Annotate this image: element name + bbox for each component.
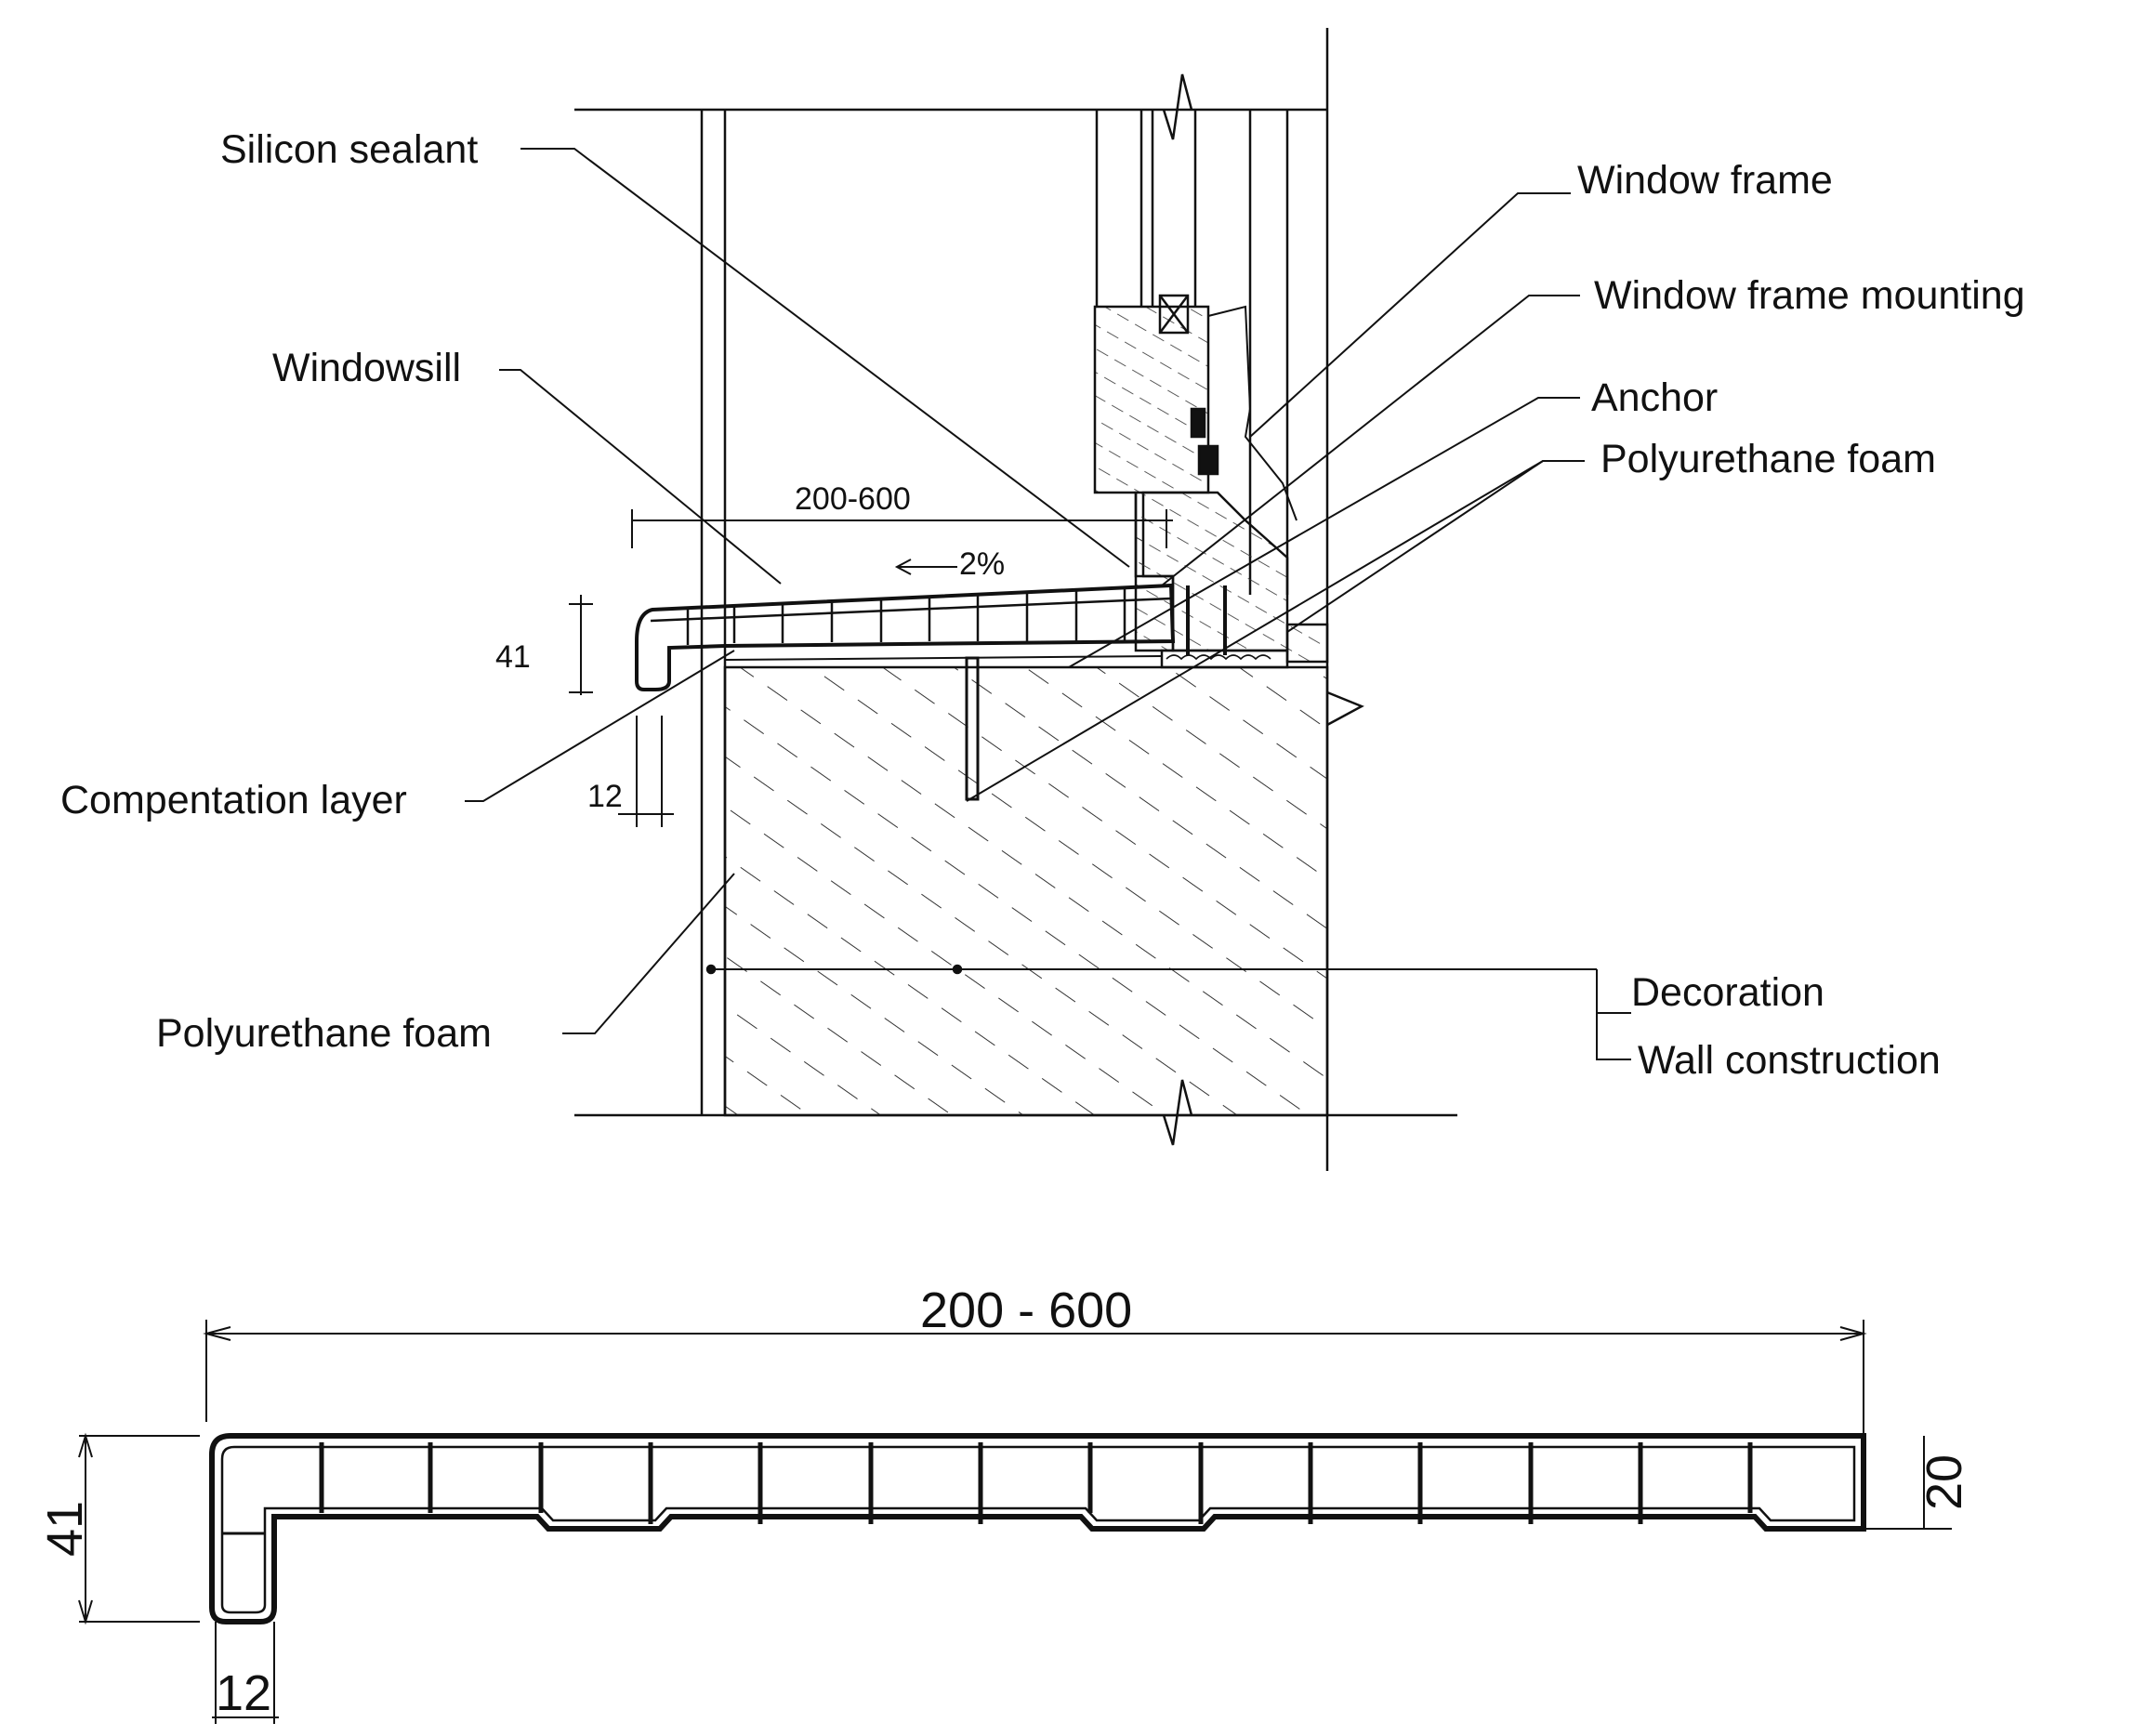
- seal-2: [1197, 444, 1219, 476]
- foam-right-pad: [1285, 623, 1329, 664]
- wall-construction-block: [723, 665, 1329, 1117]
- decoration-point-1: [705, 964, 717, 975]
- break-symbol-top: [1162, 73, 1193, 140]
- glazing-bead-cross-2: [1159, 295, 1189, 334]
- profile-inner-outline: [220, 1445, 1856, 1614]
- profile-dimension-texts: 200 - 600 41 20 12: [37, 1282, 1972, 1721]
- decoration-bracket-top: [1596, 969, 1631, 1014]
- profile-dim-height: 41: [37, 1501, 93, 1557]
- compensation-layer-line: [724, 655, 1163, 661]
- profile-dim-thickness: 20: [1917, 1454, 1972, 1510]
- section-labels: Silicon sealant Windowsill Compentation …: [60, 127, 2025, 1083]
- label-decoration: Decoration: [1631, 970, 1824, 1015]
- glazing-bead: [1158, 294, 1190, 335]
- profile-dim-arrow-bottom: [78, 1599, 93, 1625]
- section-dim-slope: 2%: [959, 546, 1005, 582]
- profile-outline: [209, 1433, 1866, 1624]
- break-symbol-right: [1326, 690, 1364, 727]
- profile-dim-nose: 12: [216, 1665, 271, 1721]
- decoration-point-2: [952, 964, 963, 975]
- label-silicon-sealant: Silicon sealant: [220, 127, 478, 172]
- label-polyurethane-foam-right: Polyurethane foam: [1600, 437, 1936, 481]
- leader-lines: [465, 148, 1585, 1034]
- profile-dim-depth: 200 - 600: [920, 1282, 1132, 1338]
- windowsill-section: [635, 583, 1176, 691]
- profile-drawing: [78, 1320, 1952, 1724]
- section-dim-height: 41: [495, 639, 531, 675]
- profile-dim-arrow-top: [78, 1432, 93, 1458]
- label-window-frame: Window frame: [1577, 158, 1833, 203]
- label-window-frame-mounting: Window frame mounting: [1594, 273, 2025, 318]
- drip-profile: [1207, 305, 1298, 521]
- label-polyurethane-foam-left: Polyurethane foam: [156, 1011, 492, 1056]
- section-dim-nose: 12: [587, 779, 623, 814]
- section-drawing: [465, 28, 1631, 1171]
- label-anchor: Anchor: [1591, 375, 1718, 420]
- slope-arrow-head: [894, 559, 912, 575]
- seal-1: [1190, 407, 1206, 439]
- label-compensation-layer: Compentation layer: [60, 778, 407, 822]
- decoration-bracket-bottom: [1596, 1013, 1631, 1060]
- section-dimension-texts: 200-600 2% 41 12: [495, 481, 1005, 814]
- wall-anchor: [965, 656, 980, 801]
- break-symbol-bottom: [1162, 1079, 1193, 1146]
- windowsill-section-cells: [650, 588, 1172, 645]
- section-dim-depth: 200-600: [795, 481, 911, 517]
- profile-cells: [319, 1442, 1753, 1524]
- label-windowsill: Windowsill: [272, 346, 461, 390]
- label-wall-construction: Wall construction: [1638, 1038, 1941, 1083]
- foam-texture: [1166, 654, 1271, 661]
